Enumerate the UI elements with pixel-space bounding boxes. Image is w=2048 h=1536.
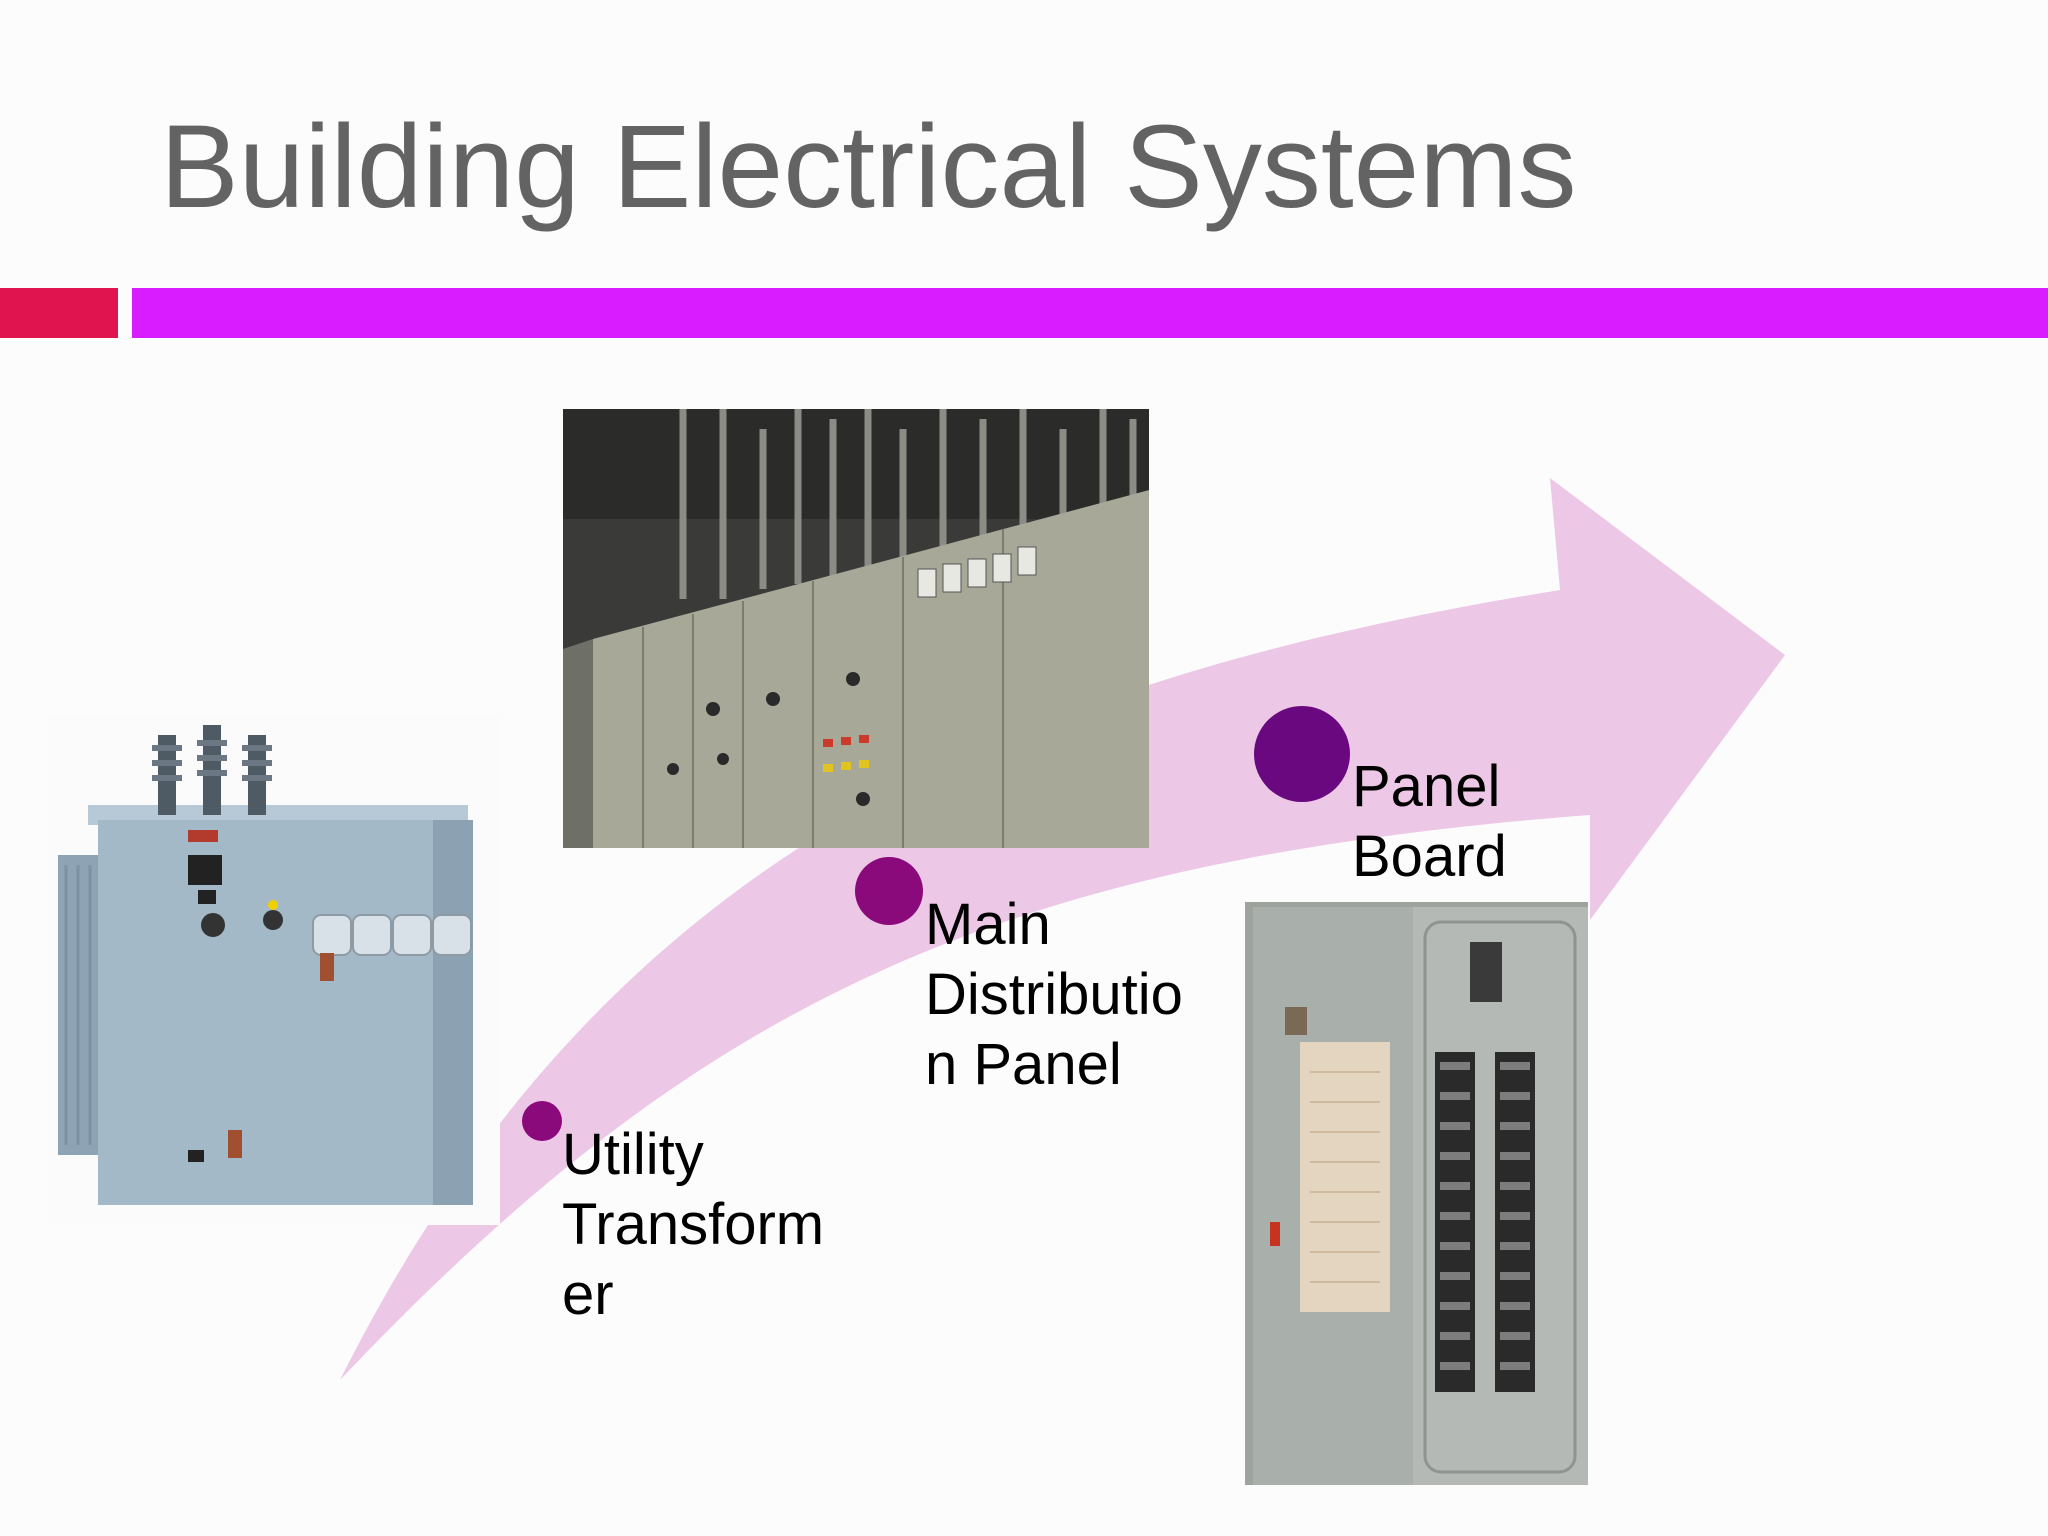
title-accent-bar-magenta xyxy=(132,288,2048,338)
utility-transformer-photo xyxy=(48,715,500,1225)
step-label-panel-board: Panel Board xyxy=(1352,754,1507,889)
step-dot-panel-board xyxy=(1254,706,1350,802)
step-dot-utility-transformer xyxy=(522,1101,562,1141)
step-label-main-distribution-panel: Main Distributio n Panel xyxy=(925,892,1183,1097)
main-distribution-panel-photo xyxy=(563,409,1149,848)
step-dot-main-distribution-panel xyxy=(855,857,923,925)
step-label-utility-transformer: Utility Transform er xyxy=(562,1122,825,1327)
panel-board-photo xyxy=(1245,902,1588,1485)
slide-title: Building Electrical Systems xyxy=(160,101,1577,233)
title-accent-bar-red xyxy=(0,288,118,338)
